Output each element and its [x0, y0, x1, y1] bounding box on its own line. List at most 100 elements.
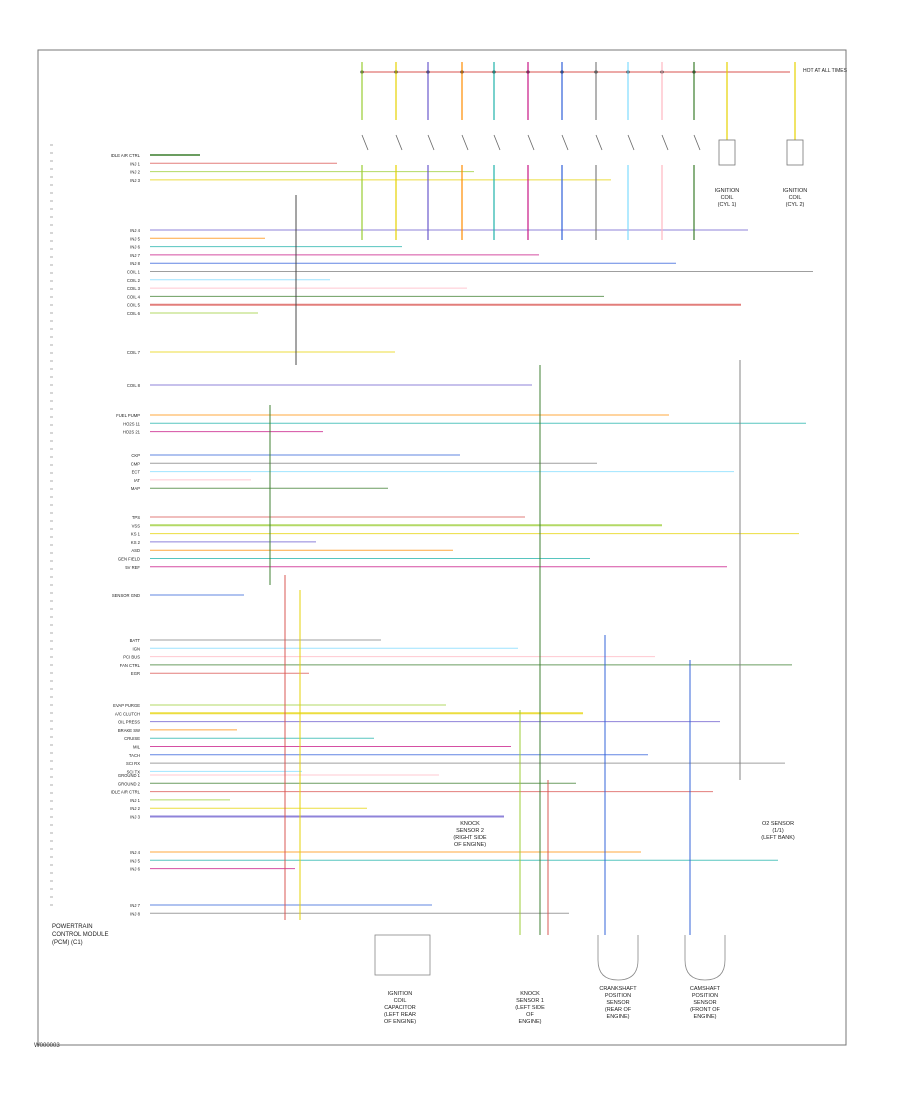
pcm-pin-label: MAP	[131, 486, 140, 491]
pcm-pin-label: INJ 6	[130, 245, 140, 250]
pcm-pin-label: INJ 5	[130, 236, 140, 241]
pcm-pin-label: INJ 6	[130, 867, 140, 872]
top-right-ref: HOT AT ALL TIMES	[803, 68, 848, 74]
ignition-capacitor-label: IGNITION COIL CAPACITOR (LEFT REAR OF EN…	[384, 991, 416, 1025]
pcm-pin-label: COIL 8	[127, 383, 141, 388]
pcm-pin-labels: IDLE AIR CTRL INJ 1 INJ 2 INJ 3 INJ 4 INJ 5 IN…	[111, 153, 141, 916]
pcm-pin-label: SCI TX	[127, 769, 141, 774]
comp-label: OF ENGINE)	[454, 842, 486, 848]
comp-label: (FRONT OF	[690, 1007, 720, 1013]
switch-contact	[361, 134, 369, 151]
ignition-capacitor-connector	[374, 934, 431, 976]
comp-label: (LEFT BANK)	[761, 835, 795, 841]
switch-contact	[427, 134, 435, 151]
knock-sensor-2-label: KNOCK SENSOR 2 (RIGHT SIDE OF ENGINE)	[453, 821, 487, 848]
pcm-pin-label: FUEL PUMP	[116, 413, 140, 418]
comp-label: KNOCK	[460, 821, 480, 827]
pcm-pin-label: COIL 6	[127, 311, 141, 316]
pcm-pin-label: SCI RX	[126, 761, 140, 766]
pcm-pin-label: COIL 7	[127, 350, 141, 355]
pcm-connector	[50, 144, 53, 906]
comp-label: CRANKSHAFT	[599, 986, 637, 992]
pcm-pin-label: INJ 8	[130, 261, 140, 266]
pcm-pin-label: EGR	[131, 671, 140, 676]
coil-body	[718, 139, 736, 166]
switch-contact	[493, 134, 501, 151]
comp-label: IGNITION	[783, 188, 807, 194]
comp-label: (RIGHT SIDE	[453, 835, 487, 841]
comp-label: COIL	[789, 195, 802, 201]
pcm-title: POWERTRAIN CONTROL MODULE (PCM) (C1)	[52, 924, 108, 946]
comp-label: SENSOR 1	[516, 998, 544, 1004]
pcm-pin-label: COIL 2	[127, 278, 141, 283]
pcm-pin-label: INJ 4	[130, 228, 140, 233]
camshaft-sensor-label: CAMSHAFT POSITION SENSOR (FRONT OF ENGIN…	[690, 986, 721, 1020]
crankshaft-sensor-shape	[597, 935, 639, 981]
pcm-pin-label: GROUND 1	[118, 773, 141, 778]
switch-contact	[627, 134, 635, 151]
pcm-pin-label: INJ 3	[130, 815, 140, 820]
pcm-pin-label: INJ 7	[130, 253, 140, 258]
switch-contact	[693, 134, 701, 151]
pcm-pin-label: CKP	[131, 453, 140, 458]
comp-label: (CYL 2)	[786, 202, 805, 208]
camshaft-sensor-shape	[684, 935, 726, 981]
comp-label: KNOCK	[520, 991, 540, 997]
comp-label: OF ENGINE)	[384, 1019, 416, 1025]
pcm-pin-label: SENSOR GND	[112, 593, 140, 598]
page-id: W000003	[34, 1043, 60, 1049]
comp-label: O2 SENSOR	[762, 821, 794, 827]
pcm-pin-label: INJ 1	[130, 798, 140, 803]
pcm-pin-label: INJ 5	[130, 858, 140, 863]
pcm-pin-label: BRAKE SW	[118, 728, 140, 733]
diagram-border	[37, 49, 847, 1046]
comp-label: ENGINE)	[607, 1014, 630, 1020]
pcm-pin-label: MIL	[133, 745, 141, 750]
pcm-pin-label: CMP	[131, 461, 141, 466]
comp-label: (CYL 1)	[718, 202, 737, 208]
crankshaft-sensor-label: CRANKSHAFT POSITION SENSOR (REAR OF ENGI…	[599, 986, 637, 1020]
comp-label: (LEFT REAR	[384, 1012, 416, 1018]
pcm-pin-label: KS 2	[131, 540, 141, 545]
pcm-pin-label: INJ 1	[130, 161, 140, 166]
comp-label: SENSOR	[693, 1000, 716, 1006]
pcm-pin-label: COIL 1	[127, 270, 141, 275]
pcm-pin-label: ECT	[132, 470, 141, 475]
comp-label: COIL	[721, 195, 734, 201]
pcm-pin-label: FAN CTRL	[120, 663, 141, 668]
pcm-pin-label: HO2S 21	[123, 430, 141, 435]
pcm-pin-label: HO2S 11	[123, 421, 141, 426]
comp-label: POSITION	[692, 993, 718, 999]
bottom-connectors	[374, 934, 726, 981]
pcm-pin-label: TPS	[132, 515, 140, 520]
pcm-pin-label: IDLE AIR CTRL	[111, 790, 141, 795]
switch-contact	[661, 134, 669, 151]
pcm-pin-label: INJ 2	[130, 170, 140, 175]
comp-label: CAMSHAFT	[690, 986, 721, 992]
ignition-coil-2-label: IGNITION COIL (CYL 2)	[783, 188, 807, 208]
pcm-pin-label: COIL 4	[127, 294, 141, 299]
top-components	[360, 62, 804, 240]
pcm-pin-label: VSS	[132, 523, 141, 528]
switch-contact	[527, 134, 535, 151]
pcm-pin-label: INJ 4	[130, 850, 140, 855]
switch-contact	[595, 134, 603, 151]
pcm-pin-label: INJ 8	[130, 911, 140, 916]
pcm-pin-label: COIL 3	[127, 286, 141, 291]
pcm-pin-label: CRUISE	[124, 736, 140, 741]
comp-label: (LEFT SIDE	[515, 1005, 545, 1011]
comp-label: (1/1)	[772, 828, 783, 834]
pcm-pin-label: TACH	[129, 753, 140, 758]
ignition-coil-1-label: IGNITION COIL (CYL 1)	[715, 188, 739, 208]
comp-label: ENGINE)	[694, 1014, 717, 1020]
pcm-pin-label: KS 1	[131, 532, 141, 537]
pcm-pin-label: PCI BUS	[123, 655, 140, 660]
pcm-pin-label: 5V REF	[125, 565, 140, 570]
comp-label: ENGINE)	[519, 1019, 542, 1025]
wire-bundle	[150, 154, 813, 935]
comp-label: IGNITION	[388, 991, 412, 997]
pcm-title-line-2: CONTROL MODULE	[52, 932, 108, 938]
pcm-pin-label: IGN	[133, 646, 140, 651]
pcm-pin-label: GEN FIELD	[118, 557, 140, 562]
